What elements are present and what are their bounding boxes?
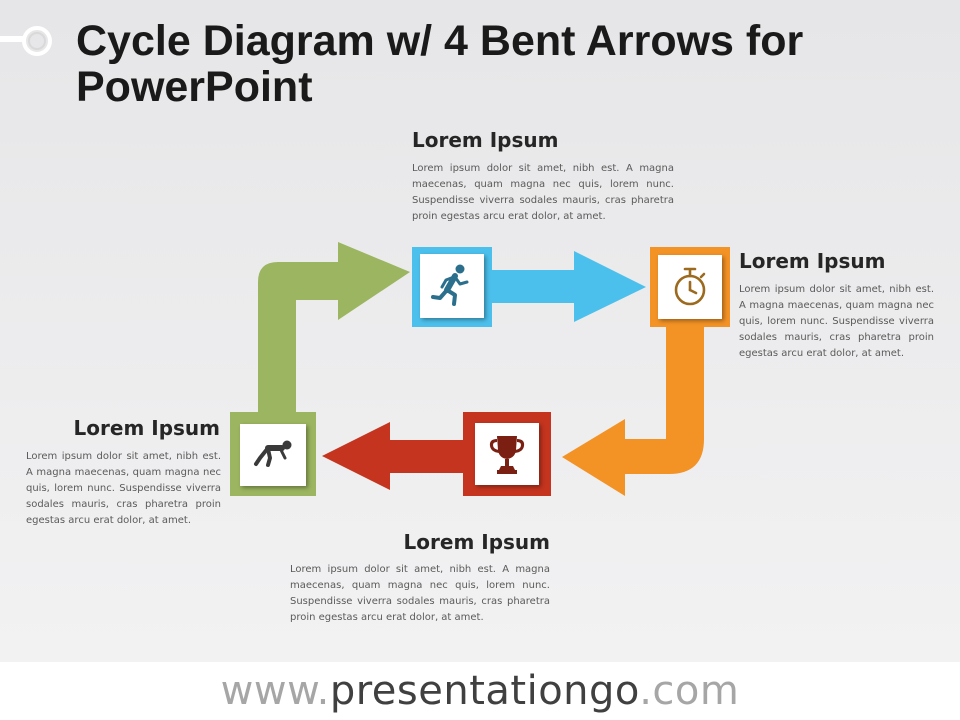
block-heading-top: Lorem Ipsum	[412, 128, 559, 152]
footer-url-prefix: www.	[220, 668, 330, 714]
footer-url-suffix: .com	[639, 668, 740, 714]
orange-bent-arrow	[562, 318, 704, 496]
red-arrow	[322, 422, 470, 490]
page-title: Cycle Diagram w/ 4 Bent Arrows for Power…	[76, 17, 804, 111]
footer-url[interactable]: www.presentationgo.com	[0, 668, 960, 714]
block-text-bottom: Lorem ipsum dolor sit amet, nibh est. A …	[290, 564, 550, 623]
green-bent-arrow	[258, 242, 410, 416]
runner-icon	[431, 264, 469, 306]
sprinter-start-icon	[254, 440, 292, 467]
title-bullet-icon	[0, 26, 52, 56]
stopwatch-icon-box	[658, 255, 722, 319]
block-heading-bottom: Lorem Ipsum	[403, 530, 550, 554]
blue-arrow	[486, 251, 646, 322]
stopwatch-icon	[674, 267, 706, 306]
footer-url-brand: presentationgo	[329, 668, 640, 714]
slide-background	[0, 0, 960, 662]
footer-bar	[0, 662, 960, 720]
trophy-icon-box	[475, 423, 539, 485]
sprinter-start-icon-box	[240, 424, 306, 486]
block-heading-left: Lorem Ipsum	[73, 416, 220, 440]
runner-icon-box	[420, 254, 484, 318]
block-text-top: Lorem ipsum dolor sit amet, nibh est. A …	[412, 163, 674, 222]
block-text-right: Lorem ipsum dolor sit amet, nibh est. A …	[739, 284, 934, 359]
block-text-left: Lorem ipsum dolor sit amet, nibh est. A …	[26, 451, 221, 526]
block-heading-right: Lorem Ipsum	[739, 249, 886, 273]
trophy-icon	[489, 436, 525, 474]
